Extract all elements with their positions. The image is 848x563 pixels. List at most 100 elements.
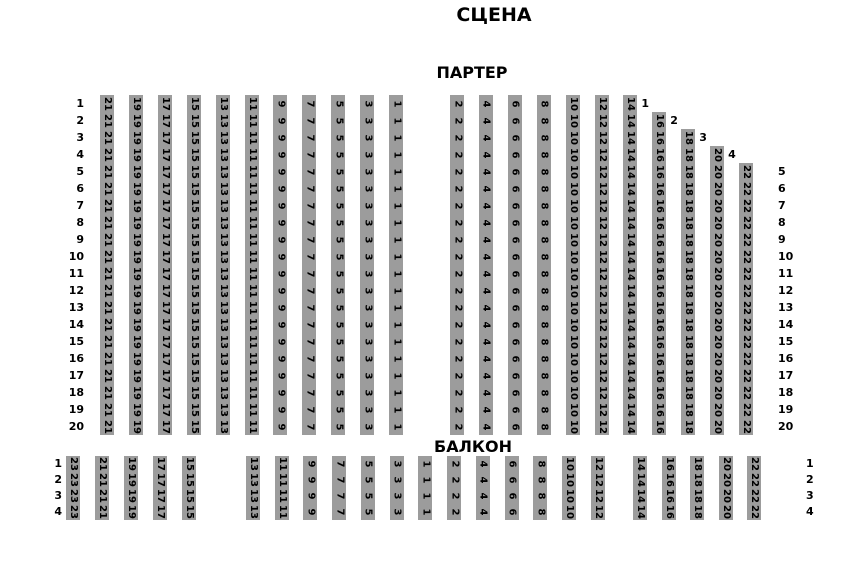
seat[interactable]: 10 — [565, 265, 580, 282]
seat[interactable]: 12 — [591, 488, 605, 504]
seat[interactable]: 16 — [661, 456, 676, 472]
seat[interactable]: 20 — [718, 456, 733, 472]
seat[interactable]: 14 — [633, 472, 647, 488]
seat[interactable]: 19 — [128, 146, 143, 163]
seat[interactable]: 9 — [273, 333, 288, 350]
seat[interactable]: 22 — [739, 367, 753, 384]
seat[interactable]: 10 — [562, 504, 577, 520]
seat[interactable]: 15 — [182, 488, 196, 504]
seat[interactable]: 6 — [507, 265, 522, 282]
seat[interactable]: 15 — [186, 180, 201, 197]
seat[interactable]: 12 — [594, 367, 609, 384]
seat[interactable]: 15 — [182, 456, 196, 472]
seat[interactable]: 19 — [124, 504, 138, 520]
seat[interactable]: 16 — [652, 163, 667, 180]
seat[interactable]: 1 — [389, 214, 403, 231]
seat[interactable]: 6 — [507, 214, 522, 231]
seat[interactable]: 19 — [124, 456, 138, 472]
seat[interactable]: 11 — [244, 367, 259, 384]
seat[interactable]: 16 — [652, 418, 667, 435]
seat[interactable]: 14 — [623, 180, 638, 197]
seat[interactable]: 14 — [623, 418, 638, 435]
seat[interactable]: 14 — [623, 333, 638, 350]
seat[interactable]: 15 — [186, 112, 201, 129]
seat[interactable]: 22 — [747, 488, 762, 504]
seat[interactable]: 8 — [533, 504, 548, 520]
seat[interactable]: 1 — [389, 231, 403, 248]
seat[interactable]: 15 — [186, 316, 201, 333]
seat[interactable]: 2 — [450, 248, 464, 265]
seat[interactable]: 9 — [273, 180, 288, 197]
seat[interactable]: 13 — [215, 112, 230, 129]
seat[interactable]: 1 — [418, 456, 433, 472]
seat[interactable]: 21 — [100, 350, 114, 367]
seat[interactable]: 3 — [360, 333, 375, 350]
seat[interactable]: 3 — [360, 95, 375, 112]
seat[interactable]: 10 — [562, 456, 577, 472]
seat[interactable]: 8 — [536, 248, 551, 265]
seat[interactable]: 16 — [652, 197, 667, 214]
seat[interactable]: 22 — [739, 231, 753, 248]
seat[interactable]: 19 — [128, 418, 143, 435]
seat[interactable]: 7 — [302, 214, 317, 231]
seat[interactable]: 1 — [389, 112, 403, 129]
seat[interactable]: 11 — [244, 197, 259, 214]
seat[interactable]: 15 — [182, 472, 196, 488]
seat[interactable]: 1 — [418, 472, 433, 488]
seat[interactable]: 20 — [710, 214, 725, 231]
seat[interactable]: 5 — [360, 488, 375, 504]
seat[interactable]: 10 — [565, 350, 580, 367]
seat[interactable]: 19 — [128, 214, 143, 231]
seat[interactable]: 20 — [710, 248, 725, 265]
seat[interactable]: 12 — [594, 163, 609, 180]
seat[interactable]: 14 — [623, 129, 638, 146]
seat[interactable]: 15 — [186, 163, 201, 180]
seat[interactable]: 16 — [652, 180, 667, 197]
seat[interactable]: 18 — [681, 146, 696, 163]
seat[interactable]: 5 — [331, 180, 346, 197]
seat[interactable]: 8 — [536, 265, 551, 282]
seat[interactable]: 16 — [652, 129, 667, 146]
seat[interactable]: 13 — [215, 350, 230, 367]
seat[interactable]: 2 — [450, 129, 464, 146]
seat[interactable]: 17 — [157, 299, 172, 316]
seat[interactable]: 1 — [389, 248, 403, 265]
seat[interactable]: 6 — [507, 129, 522, 146]
seat[interactable]: 21 — [100, 282, 114, 299]
seat[interactable]: 20 — [718, 472, 733, 488]
seat[interactable]: 6 — [507, 248, 522, 265]
seat[interactable]: 1 — [389, 197, 403, 214]
seat[interactable]: 14 — [633, 456, 647, 472]
seat[interactable]: 9 — [273, 316, 288, 333]
seat[interactable]: 17 — [157, 129, 172, 146]
seat[interactable]: 15 — [186, 146, 201, 163]
seat[interactable]: 20 — [710, 180, 725, 197]
seat[interactable]: 3 — [389, 472, 404, 488]
seat[interactable]: 6 — [507, 163, 522, 180]
seat[interactable]: 8 — [536, 384, 551, 401]
seat[interactable]: 12 — [594, 299, 609, 316]
seat[interactable]: 14 — [623, 299, 638, 316]
seat[interactable]: 3 — [360, 384, 375, 401]
seat[interactable]: 6 — [507, 180, 522, 197]
seat[interactable]: 20 — [710, 384, 725, 401]
seat[interactable]: 8 — [536, 367, 551, 384]
seat[interactable]: 19 — [128, 265, 143, 282]
seat[interactable]: 10 — [565, 384, 580, 401]
seat[interactable]: 21 — [100, 384, 114, 401]
seat[interactable]: 21 — [95, 472, 109, 488]
seat[interactable]: 20 — [718, 504, 733, 520]
seat[interactable]: 13 — [215, 384, 230, 401]
seat[interactable]: 16 — [652, 401, 667, 418]
seat[interactable]: 18 — [681, 418, 696, 435]
seat[interactable]: 3 — [360, 282, 375, 299]
seat[interactable]: 16 — [652, 248, 667, 265]
seat[interactable]: 10 — [565, 112, 580, 129]
seat[interactable]: 1 — [389, 180, 403, 197]
seat[interactable]: 20 — [710, 350, 725, 367]
seat[interactable]: 22 — [739, 299, 753, 316]
seat[interactable]: 5 — [331, 265, 346, 282]
seat[interactable]: 8 — [536, 282, 551, 299]
seat[interactable]: 18 — [681, 180, 696, 197]
seat[interactable]: 14 — [633, 488, 647, 504]
